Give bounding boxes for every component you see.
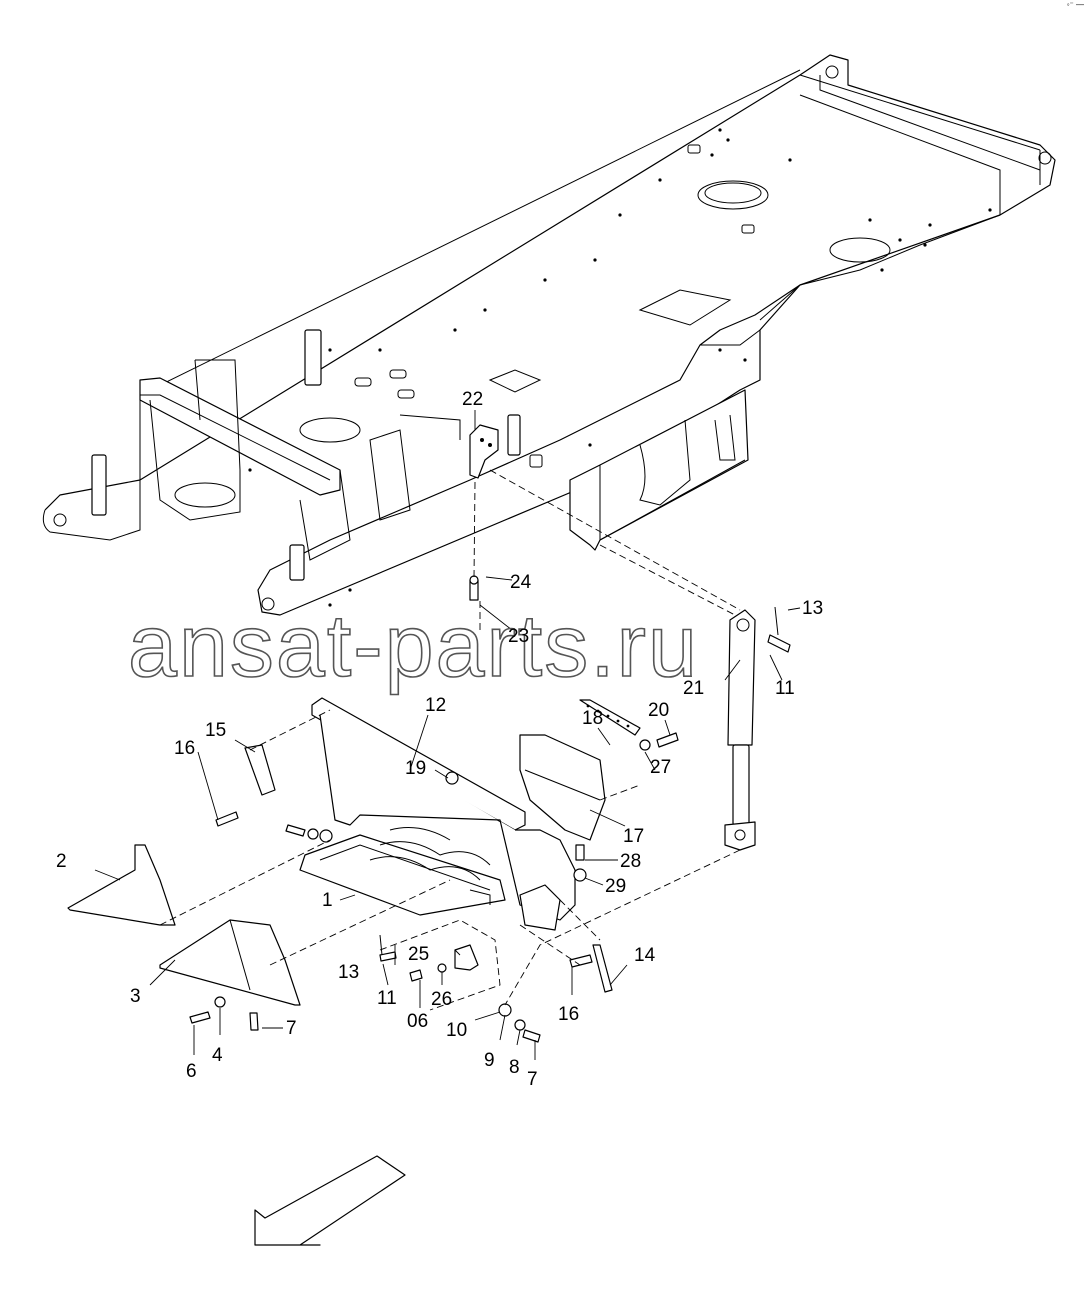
callout-16-left: 16	[174, 738, 195, 759]
callout-24: 24	[510, 572, 532, 593]
callout-06: 06	[407, 1011, 428, 1032]
callout-8: 8	[509, 1057, 520, 1078]
callout-19: 19	[405, 758, 426, 779]
callout-10: 10	[446, 1020, 467, 1041]
side-shield-3	[159, 919, 301, 1006]
callout-15: 15	[205, 720, 226, 741]
callout-16-right: 16	[558, 1004, 579, 1025]
callout-22: 22	[462, 389, 483, 410]
callout-4: 4	[212, 1045, 223, 1066]
bracket-14	[592, 944, 613, 993]
callout-labels: 22 24 23 13 11 21 12 18 20 15 16 19 27 1…	[56, 389, 823, 1090]
callout-20: 20	[648, 700, 669, 721]
callout-13-top: 13	[802, 598, 823, 619]
callout-13-bottom: 13	[338, 962, 359, 983]
callout-29: 29	[605, 876, 626, 897]
bracket-15	[244, 744, 276, 796]
callout-28: 28	[620, 851, 641, 872]
callout-9: 9	[484, 1050, 495, 1071]
callout-12: 12	[425, 695, 446, 716]
corner-mark: ◦⁻ ―	[1066, 0, 1084, 9]
watermark-text: ansat-parts.ru	[128, 596, 699, 695]
callout-17: 17	[623, 826, 644, 847]
callout-7-right: 7	[527, 1069, 538, 1090]
assembly-lines	[159, 469, 741, 1011]
callout-11-bottom: 11	[377, 988, 397, 1009]
hydraulic-cylinder	[724, 606, 791, 851]
callout-25: 25	[408, 944, 429, 965]
callout-2: 2	[56, 851, 67, 872]
callout-27: 27	[650, 757, 671, 778]
arrow-down-left-icon	[254, 1155, 406, 1246]
callout-1: 1	[322, 890, 333, 911]
callout-3: 3	[130, 986, 141, 1007]
fasteners	[189, 575, 679, 1043]
leader-lines	[94, 410, 801, 1060]
callout-21: 21	[683, 678, 704, 699]
callout-14: 14	[634, 945, 656, 966]
callout-23: 23	[508, 626, 529, 647]
apron-plate	[519, 699, 641, 841]
side-shield-2	[67, 844, 176, 926]
callout-7-left: 7	[286, 1018, 297, 1039]
callout-6: 6	[186, 1061, 197, 1082]
callout-26: 26	[431, 989, 452, 1010]
callout-11-top: 11	[775, 678, 795, 699]
hopper-assembly	[299, 697, 576, 971]
chassis-frame	[42, 54, 1056, 616]
callout-18: 18	[582, 708, 603, 729]
